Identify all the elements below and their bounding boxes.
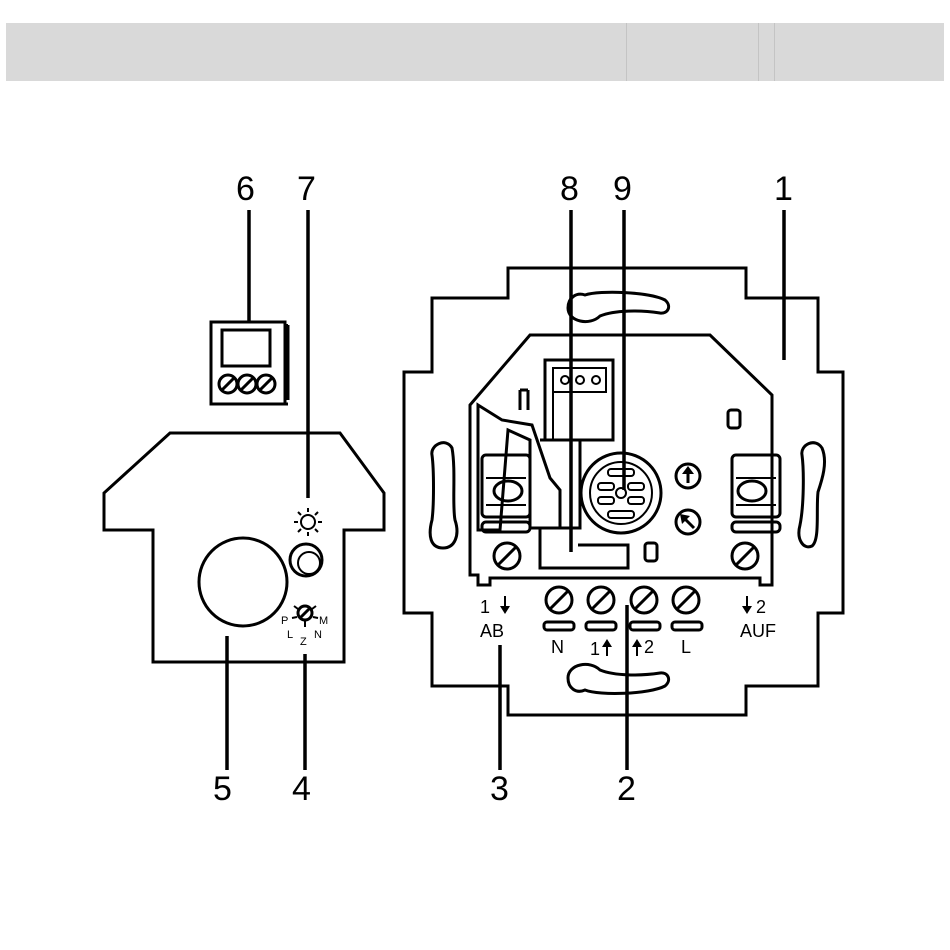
arrow-up-icon (676, 464, 700, 488)
terminal-screw (732, 543, 758, 569)
bottom-mounting-slot (568, 664, 669, 693)
callout-2: 2 (617, 770, 636, 808)
round-connector (581, 453, 661, 533)
brightness-knob (290, 544, 322, 576)
selector-label-n: N (314, 629, 322, 641)
selector-label-p: P (281, 615, 288, 627)
cover-plate: P M L Z N (104, 433, 384, 662)
callout-7: 7 (297, 170, 316, 208)
arrow-up-icon (602, 639, 612, 656)
terminal-screw (494, 543, 520, 569)
indicator-slot (645, 543, 657, 561)
selector-label-l: L (287, 629, 293, 641)
timer-module (211, 322, 288, 404)
arrow-diagonal-icon (676, 510, 700, 534)
callout-6: 6 (236, 170, 255, 208)
sensor-lens (199, 538, 287, 626)
top-mounting-slot (568, 292, 669, 321)
module-screw (238, 375, 256, 393)
terminal-screw (673, 587, 699, 613)
sun-icon (294, 508, 322, 536)
indicator-slot (728, 410, 740, 428)
terminal-label-1: 1 (590, 639, 600, 659)
selector-label-m: M (319, 615, 328, 627)
terminal-label-l: L (681, 637, 691, 657)
callout-9: 9 (613, 170, 632, 208)
mode-selector (292, 606, 318, 627)
terminal-slot (630, 622, 660, 630)
module-screw (219, 375, 237, 393)
terminal-slot (544, 622, 574, 630)
plug-socket (545, 360, 613, 440)
insert-unit: 1 AB 2 AUF N 1 2 L (404, 268, 843, 715)
arrow-down-icon (742, 596, 752, 614)
right-mounting-slot (799, 443, 825, 547)
terminal-screw (588, 587, 614, 613)
terminal-slot (672, 622, 702, 630)
terminal-slot (586, 622, 616, 630)
callout-4: 4 (292, 770, 311, 808)
terminal-label-2: 2 (644, 637, 654, 657)
ab-number: 1 (480, 597, 490, 617)
cover-outline (104, 433, 384, 662)
terminal-label-n: N (551, 637, 564, 657)
terminal-screw (546, 587, 572, 613)
ab-label: AB (480, 621, 504, 641)
left-mounting-slot (430, 443, 457, 548)
connector-block (478, 405, 560, 530)
callout-5: 5 (213, 770, 232, 808)
module-screw (257, 375, 275, 393)
auf-label: AUF (740, 621, 776, 641)
callout-8: 8 (560, 170, 579, 208)
module-window (222, 330, 270, 366)
selector-label-z: Z (300, 636, 307, 648)
callout-3: 3 (490, 770, 509, 808)
callout-1: 1 (774, 170, 793, 208)
arrow-up-icon (632, 639, 642, 656)
auf-number: 2 (756, 597, 766, 617)
arrow-down-icon (500, 596, 510, 614)
terminal-screw (631, 587, 657, 613)
